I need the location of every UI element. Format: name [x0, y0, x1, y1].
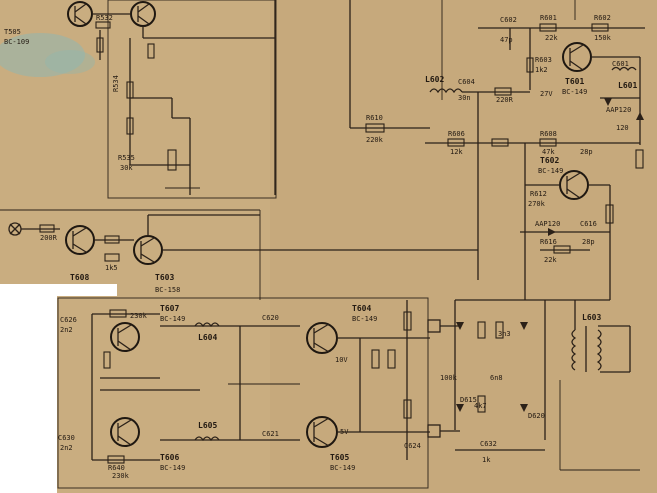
- label-r535: R535: [118, 154, 135, 162]
- value-2n2-2: 2n2: [60, 444, 73, 452]
- label-t505-type: BC-109: [4, 38, 29, 46]
- water-stain-2: [45, 50, 95, 74]
- value-22k-2: 22k: [544, 256, 557, 264]
- label-c620: C620: [262, 314, 279, 322]
- label-c616: C616: [580, 220, 597, 228]
- label-t606-type: BC-149: [160, 464, 185, 472]
- label-r616: R616: [540, 238, 557, 246]
- label-r601: R601: [540, 14, 557, 22]
- value-2n2: 2n2: [60, 326, 73, 334]
- label-l601: L601: [618, 81, 637, 90]
- module-outline-top: [107, 0, 277, 199]
- label-t601-type: BC-149: [562, 88, 587, 96]
- label-t607-type: BC-149: [160, 315, 185, 323]
- value-28p-2: 28p: [582, 238, 595, 246]
- label-t606: T606: [160, 453, 179, 462]
- label-r608: R608: [540, 130, 557, 138]
- value-22k: 22k: [545, 34, 558, 42]
- value-230k-2: 230k: [112, 472, 130, 480]
- label-d615: D615: [460, 396, 477, 404]
- value-120: 120: [616, 124, 629, 132]
- label-c630: C630: [58, 434, 75, 442]
- label-r640: R640: [108, 464, 125, 472]
- value-1k5: 1k5: [105, 264, 118, 272]
- label-r534: R534: [112, 75, 120, 92]
- value-220r: 220R: [496, 96, 514, 104]
- value-12k: 12k: [450, 148, 463, 156]
- module-outline-bottom: [57, 297, 429, 489]
- value-270k: 270k: [528, 200, 546, 208]
- label-t602: T602: [540, 156, 559, 165]
- label-c632: C632: [480, 440, 497, 448]
- label-r602: R602: [594, 14, 611, 22]
- value-27v: 27V: [540, 90, 553, 98]
- label-r610: R610: [366, 114, 383, 122]
- label-t605-type: BC-149: [330, 464, 355, 472]
- label-r603: R603: [535, 56, 552, 64]
- label-aap120-2: AAP120: [535, 220, 560, 228]
- label-c601: C601: [612, 60, 629, 68]
- label-d620: D620: [528, 412, 545, 420]
- label-l604: L604: [198, 333, 217, 342]
- transistor-t601: T601 BC-149: [562, 42, 592, 96]
- value-1k2: 1k2: [535, 66, 548, 74]
- paper-shade: [270, 0, 657, 493]
- label-c604: C604: [458, 78, 475, 86]
- label-t607: T607: [160, 304, 179, 313]
- value-3n3: 3n3: [498, 330, 511, 338]
- water-stain: [0, 33, 85, 77]
- label-aap120: AAP120: [606, 106, 631, 114]
- blank-margin: [0, 284, 57, 493]
- value-100k: 100k: [440, 374, 458, 382]
- value-6n8: 6n8: [490, 374, 503, 382]
- transistor-t607: T607 BC-149: [110, 304, 185, 352]
- label-t505: T505: [4, 28, 21, 36]
- value-28p: 28p: [580, 148, 593, 156]
- label-c621: C621: [262, 430, 279, 438]
- label-t604-type: BC-149: [352, 315, 377, 323]
- blank-margin-strip: [57, 284, 117, 296]
- label-c602: C602: [500, 16, 517, 24]
- value-30n: 30n: [458, 94, 471, 102]
- value-150k: 150k: [594, 34, 612, 42]
- label-c626: C626: [60, 316, 77, 324]
- value-47k: 47k: [542, 148, 555, 156]
- value-47p: 47p: [500, 36, 513, 44]
- label-r606: R606: [448, 130, 465, 138]
- label-t603-type: BC-158: [155, 286, 180, 294]
- label-l603: L603: [582, 313, 601, 322]
- value-30k: 30k: [120, 164, 133, 172]
- label-t605: T605: [330, 453, 349, 462]
- value-470k: 4k7: [474, 402, 487, 410]
- value-230k: 230k: [130, 312, 148, 320]
- label-l602: L602: [425, 75, 444, 84]
- label-t603: T603: [155, 273, 174, 282]
- label-c624: C624: [404, 442, 421, 450]
- value-1k: 1k: [482, 456, 491, 464]
- value-220k: 220k: [366, 136, 384, 144]
- label-r612: R612: [530, 190, 547, 198]
- label-t602-type: BC-149: [538, 167, 563, 175]
- label-r532: R532: [96, 14, 113, 22]
- value-200r: 200R: [40, 234, 58, 242]
- transistor-t606: T606 BC-149: [110, 417, 185, 472]
- value-10v: 10V: [335, 356, 348, 364]
- label-l605: L605: [198, 421, 217, 430]
- transistor-t604: T604 BC-149: [306, 304, 377, 354]
- label-t608: T608: [70, 273, 89, 282]
- label-t604: T604: [352, 304, 371, 313]
- label-t601: T601: [565, 77, 584, 86]
